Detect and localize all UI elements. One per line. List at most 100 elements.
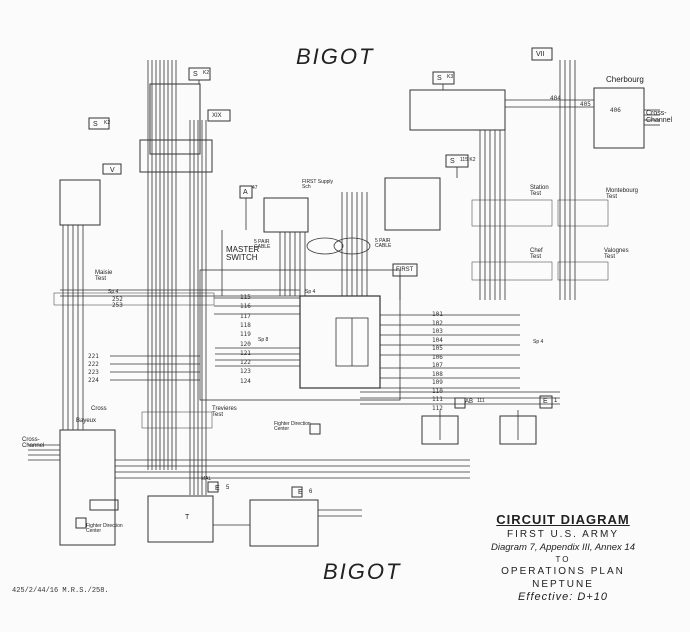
wire-number-left: 118: [240, 321, 251, 329]
valognes-test-panel: [557, 261, 609, 281]
pair-cable-right-label: 5 PAIR CABLE: [375, 238, 392, 250]
station-e1: E: [543, 398, 548, 405]
wire-number-group: 223: [88, 369, 99, 376]
master-switch-label: MASTER SWITCH: [226, 245, 260, 263]
wire-number-left: 116: [240, 303, 251, 311]
wire-number-left: 123: [240, 368, 251, 376]
station-test-label: Station Test: [530, 185, 549, 198]
station-s-left-tag: K2: [104, 120, 111, 126]
wire-number-cherbourg: 404: [550, 95, 561, 102]
master-switch-frame: [299, 295, 381, 389]
wire-number-left: 121: [240, 349, 251, 357]
wire-number-right: 102: [432, 319, 443, 327]
station-s-upper-tag: K2: [203, 70, 210, 76]
fighter-direction-center-label: Fighter Direction Center: [274, 421, 311, 433]
first-supply-box: [263, 197, 309, 233]
lower-small: [89, 499, 119, 511]
station-s-right-tag: K3: [447, 74, 454, 80]
first-supply-label: FIRST Supply Sch: [302, 179, 334, 191]
first-label: FIRST: [396, 267, 414, 273]
station-s-mid: S: [450, 158, 455, 165]
station-a-tag: 47: [252, 185, 258, 191]
station-e6: E: [298, 489, 303, 496]
wire-number-maisie: 253: [112, 302, 123, 309]
cross-channel-left-label: Cross- Channel: [22, 437, 45, 450]
t-box-lower: T: [185, 514, 190, 521]
lower-exchange-left: [147, 495, 214, 543]
xix-box: [207, 109, 231, 122]
wire-number-maisie: 252: [112, 296, 123, 303]
s-right-box: [432, 71, 455, 85]
wire-number-group: 224: [88, 377, 99, 384]
station-test-panel: [471, 199, 553, 227]
sp8-label: Sp 8: [258, 337, 269, 343]
wire-number-left: 120: [240, 340, 251, 348]
trevieres-test-label: Trevieres Test: [212, 406, 237, 419]
wire-number-right: 108: [432, 370, 443, 378]
station-e5-tag: 5: [226, 485, 230, 491]
army-line: FIRST U.S. ARMY: [506, 529, 620, 540]
station-s-upper: S: [193, 71, 198, 78]
plan-line: OPERATIONS PLAN: [501, 566, 625, 577]
cable-ring-right: [333, 237, 371, 255]
wire-number-group: 221: [88, 353, 99, 360]
station-ab: AB: [465, 399, 474, 405]
cross-channel-right-label: Cross- Channel: [646, 110, 673, 125]
to-line: TO: [555, 555, 571, 564]
station-v: V: [110, 167, 115, 174]
lower-exchange-right: [249, 499, 319, 547]
wire-number-right: 110: [432, 387, 443, 395]
station-s-left: S: [93, 121, 98, 128]
wire-number-right: 107: [432, 362, 443, 369]
wire-number-right: 103: [432, 328, 443, 335]
station-a: A: [243, 189, 248, 196]
e5-box: [207, 481, 219, 493]
v-box: [102, 163, 122, 175]
wire-number-left: 115: [240, 294, 251, 301]
trevieres-test-panel: [141, 411, 213, 429]
lower-t: [75, 517, 87, 529]
operation-name: NEPTUNE: [532, 579, 594, 590]
mal-label: MAL: [201, 476, 212, 482]
e1-box: [539, 395, 553, 409]
station-xix: XIX: [212, 113, 222, 119]
pair-cable-left-label: 5 PAIR CABLE: [254, 239, 271, 251]
classification-bottom: BIGOT: [323, 559, 402, 584]
station-e1-tag: 1: [554, 398, 558, 404]
vii-box: [531, 47, 553, 61]
mid-exchange: [384, 177, 441, 231]
wire-number-left: 122: [240, 359, 251, 367]
wire-number-left: 117: [240, 312, 251, 320]
station-e5: E: [215, 485, 220, 492]
chef-test-panel: [471, 261, 553, 281]
left-exchange: [59, 179, 101, 226]
cross-label: Cross: [91, 406, 107, 412]
valognes-test-label: Valognes Test: [604, 248, 629, 261]
fighter-box: [309, 423, 321, 435]
right-exchange: [409, 89, 506, 131]
montebourg-test-panel: [557, 199, 609, 227]
diagram-title: CIRCUIT DIAGRAM: [496, 512, 630, 527]
montebourg-test-label: Montebourg Test: [606, 188, 639, 201]
sp4-label-right: Sp 4: [533, 339, 544, 345]
wire-number-right: 112: [432, 404, 443, 412]
title-block: CIRCUIT DIAGRAM FIRST U.S. ARMY Diagram …: [458, 512, 668, 603]
wire-number-right: 101: [432, 311, 443, 318]
wire-number-left: 124: [240, 377, 251, 385]
wire-number-right: 109: [432, 379, 443, 386]
wire-number-right: 105: [432, 345, 443, 352]
fighter-direction-center-2-label: Fighter Direction Center: [86, 523, 123, 535]
cherbourg-box: [593, 87, 645, 149]
document-reference: 425/2/44/16 M.R.S./258.: [12, 587, 109, 595]
cherbourg-label: Cherbourg: [606, 75, 644, 84]
ab-box: [454, 397, 466, 409]
bayeux-label: Bayeux: [76, 418, 97, 424]
cable-ring-left: [306, 237, 344, 255]
station-ab-tag: 111: [477, 398, 485, 404]
effective-date: Effective: D+10: [518, 591, 608, 603]
wire-number-right: 104: [432, 336, 443, 344]
s-left-box: [88, 117, 110, 130]
maisie-test-label: Maisie Test: [95, 270, 113, 283]
